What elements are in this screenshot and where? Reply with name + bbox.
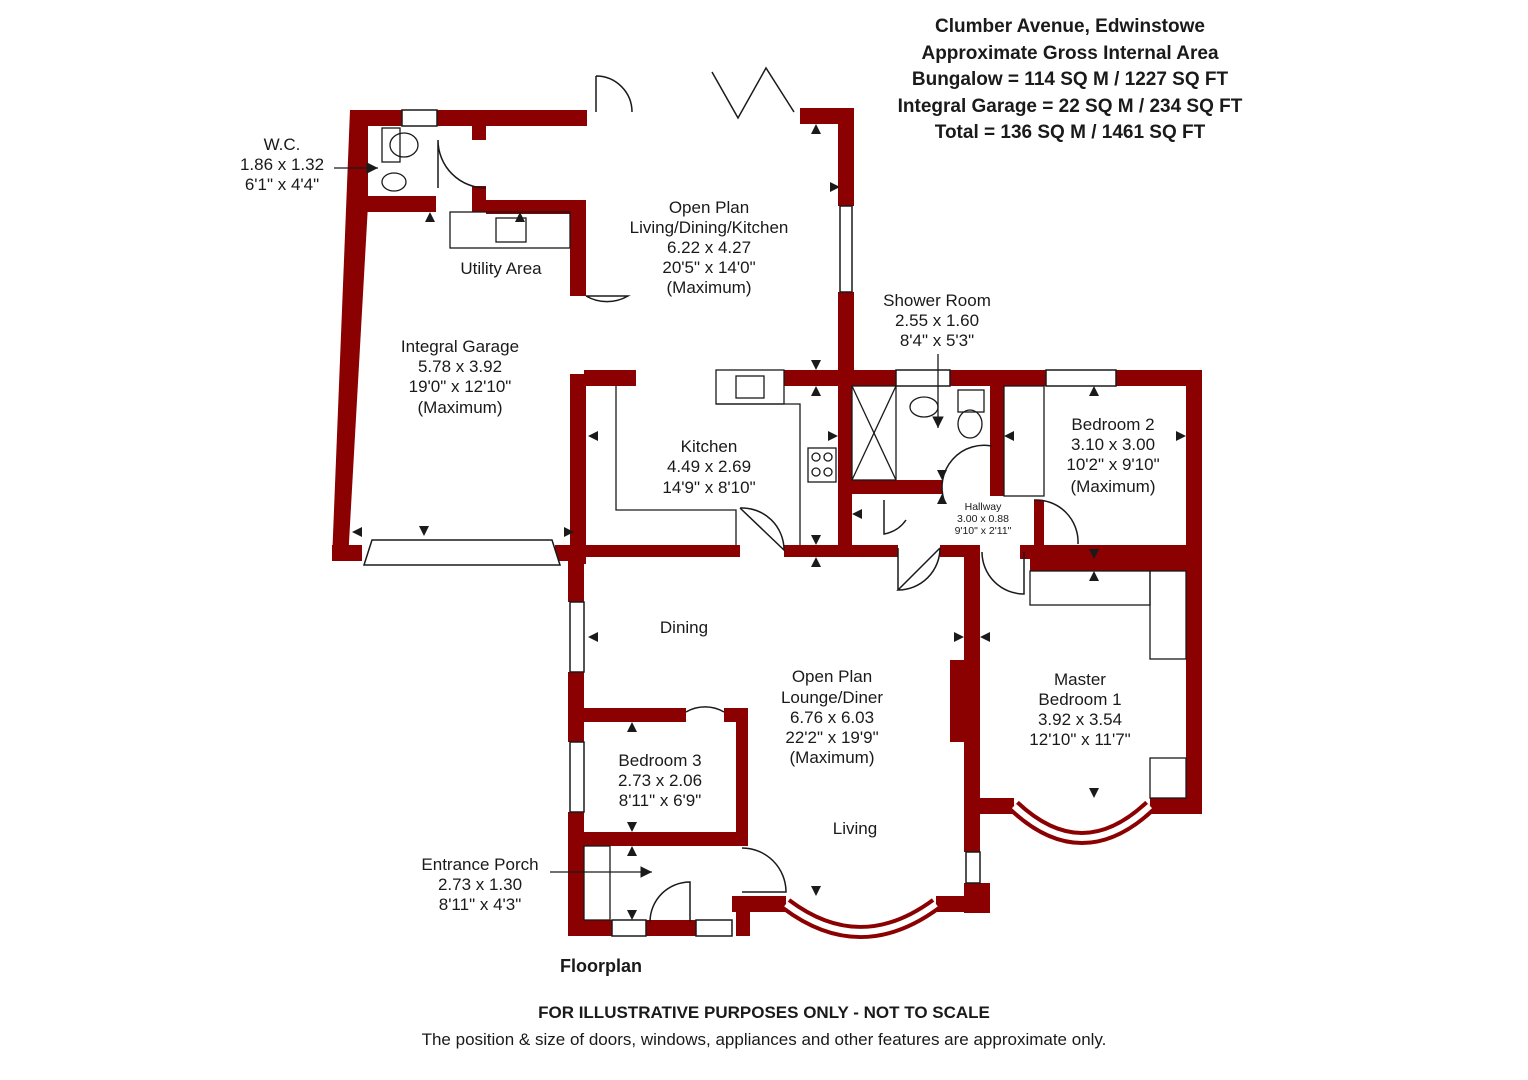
garage-label: Integral Garage [401,337,519,356]
master-imperial: 12'10" x 11'7" [1029,730,1130,749]
windows-and-doors [362,66,1155,939]
disclaimer-bold: FOR ILLUSTRATIVE PURPOSES ONLY - NOT TO … [538,1003,990,1022]
shower-metric: 2.55 x 1.60 [895,311,979,330]
disclaimer-text: The position & size of doors, windows, a… [421,1030,1107,1049]
hallway-label: Hallway [965,501,1003,513]
area-summary: Clumber Avenue, Edwinstowe Approximate G… [860,14,1280,147]
bedroom3-metric: 2.73 x 2.06 [618,771,702,790]
open-plan-metric: 6.22 x 4.27 [667,238,751,257]
lounge-imperial: 22'2" x 19'9" [785,728,878,747]
living-label: Living [833,819,877,838]
bedroom3-imperial: 8'11" x 6'9" [619,791,702,810]
porch-imperial: 8'11" x 4'3" [439,895,522,914]
fixtures [381,127,1187,921]
open-plan-label-1: Open Plan [669,198,749,217]
total-area: Total = 136 SQ M / 1461 SQ FT [934,122,1206,143]
walls [332,108,1202,936]
lounge-note: (Maximum) [790,748,875,767]
master-label-1: Master [1054,670,1106,689]
porch-metric: 2.73 x 1.30 [438,875,522,894]
lounge-metric: 6.76 x 6.03 [790,708,874,727]
bedroom2-label: Bedroom 2 [1071,415,1154,434]
bungalow-area: Bungalow = 114 SQ M / 1227 SQ FT [911,69,1229,90]
shower-label: Shower Room [883,291,991,310]
garage-area: Integral Garage = 22 SQ M / 234 SQ FT [897,95,1243,117]
master-label-2: Bedroom 1 [1038,690,1121,709]
wc-imperial: 6'1" x 4'4" [245,175,319,194]
wc-metric: 1.86 x 1.32 [240,155,324,174]
bedroom2-note: (Maximum) [1071,477,1156,496]
kitchen-imperial: 14'9" x 8'10" [662,478,755,497]
property-address: Clumber Avenue, Edwinstowe [935,16,1205,37]
plan-title: Floorplan [560,956,642,976]
kitchen-metric: 4.49 x 2.69 [667,457,751,476]
utility-label: Utility Area [460,259,542,278]
bedroom2-imperial: 10'2" x 9'10" [1066,455,1159,474]
hallway-metric: 3.00 x 0.88 [957,513,1009,525]
bedroom2-metric: 3.10 x 3.00 [1071,435,1155,454]
open-plan-label-2: Living/Dining/Kitchen [630,218,789,237]
wc-label: W.C. [264,135,301,154]
kitchen-label: Kitchen [681,437,738,456]
dining-label: Dining [660,618,708,637]
bedroom3-label: Bedroom 3 [618,751,701,770]
lounge-label-1: Open Plan [792,667,872,686]
master-metric: 3.92 x 3.54 [1038,710,1122,729]
room-labels: W.C. 1.86 x 1.32 6'1" x 4'4" Open Plan L… [240,135,1160,914]
porch-label: Entrance Porch [421,855,538,874]
garage-metric: 5.78 x 3.92 [418,357,502,376]
garage-note: (Maximum) [418,398,503,417]
lounge-label-2: Lounge/Diner [781,688,883,707]
hallway-imperial: 9'10" x 2'11" [955,525,1012,537]
open-plan-imperial: 20'5" x 14'0" [662,258,755,277]
open-plan-note: (Maximum) [667,278,752,297]
garage-imperial: 19'0" x 12'10" [409,377,512,396]
room-markers [352,124,1186,920]
shower-imperial: 8'4" x 5'3" [900,331,974,350]
area-heading: Approximate Gross Internal Area [921,42,1219,64]
